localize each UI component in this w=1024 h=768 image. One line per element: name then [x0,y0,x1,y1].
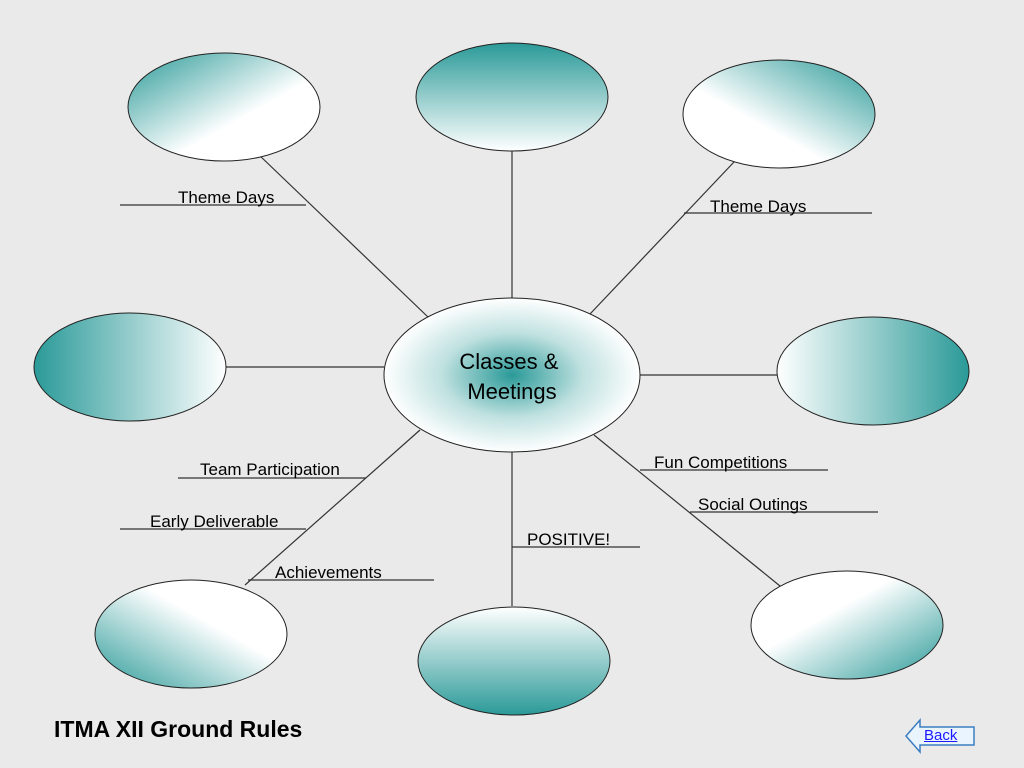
spoke-bottom-right [593,434,781,587]
back-arrow-icon [905,718,975,754]
label-theme-days-left: Theme Days [178,188,274,207]
spoke-top-right [589,161,735,315]
back-label[interactable]: Back [924,727,958,744]
bubble-left [33,312,227,422]
spoke-top-left [257,153,429,318]
bubble-top [415,42,609,152]
spoke-lines [226,151,781,606]
center-bubble [383,297,641,453]
label-achievements: Achievements [275,563,382,582]
bubble-bottom-left [94,579,288,689]
bubble-bottom-right [750,570,944,680]
label-theme-days-right: Theme Days [710,197,806,216]
back-button[interactable]: Back [904,716,976,756]
center-label-line-1: Classes & [459,349,558,374]
label-team-participation: Team Participation [200,460,340,479]
bubble-top-right [682,59,876,169]
spoke-bottom-left [244,429,421,586]
label-social-outings: Social Outings [698,495,808,514]
center-label: Classes & Meetings [459,349,564,404]
label-underlines [120,204,878,581]
label-fun-competitions: Fun Competitions [654,453,787,472]
page-title: ITMA XII Ground Rules [54,716,303,742]
label-early-deliverable: Early Deliverable [150,512,279,531]
center-label-line-2: Meetings [467,379,556,404]
bubble-bottom [417,606,611,716]
bubble-top-left [127,52,321,162]
label-positive: POSITIVE! [527,530,610,549]
bubble-right [776,316,970,426]
